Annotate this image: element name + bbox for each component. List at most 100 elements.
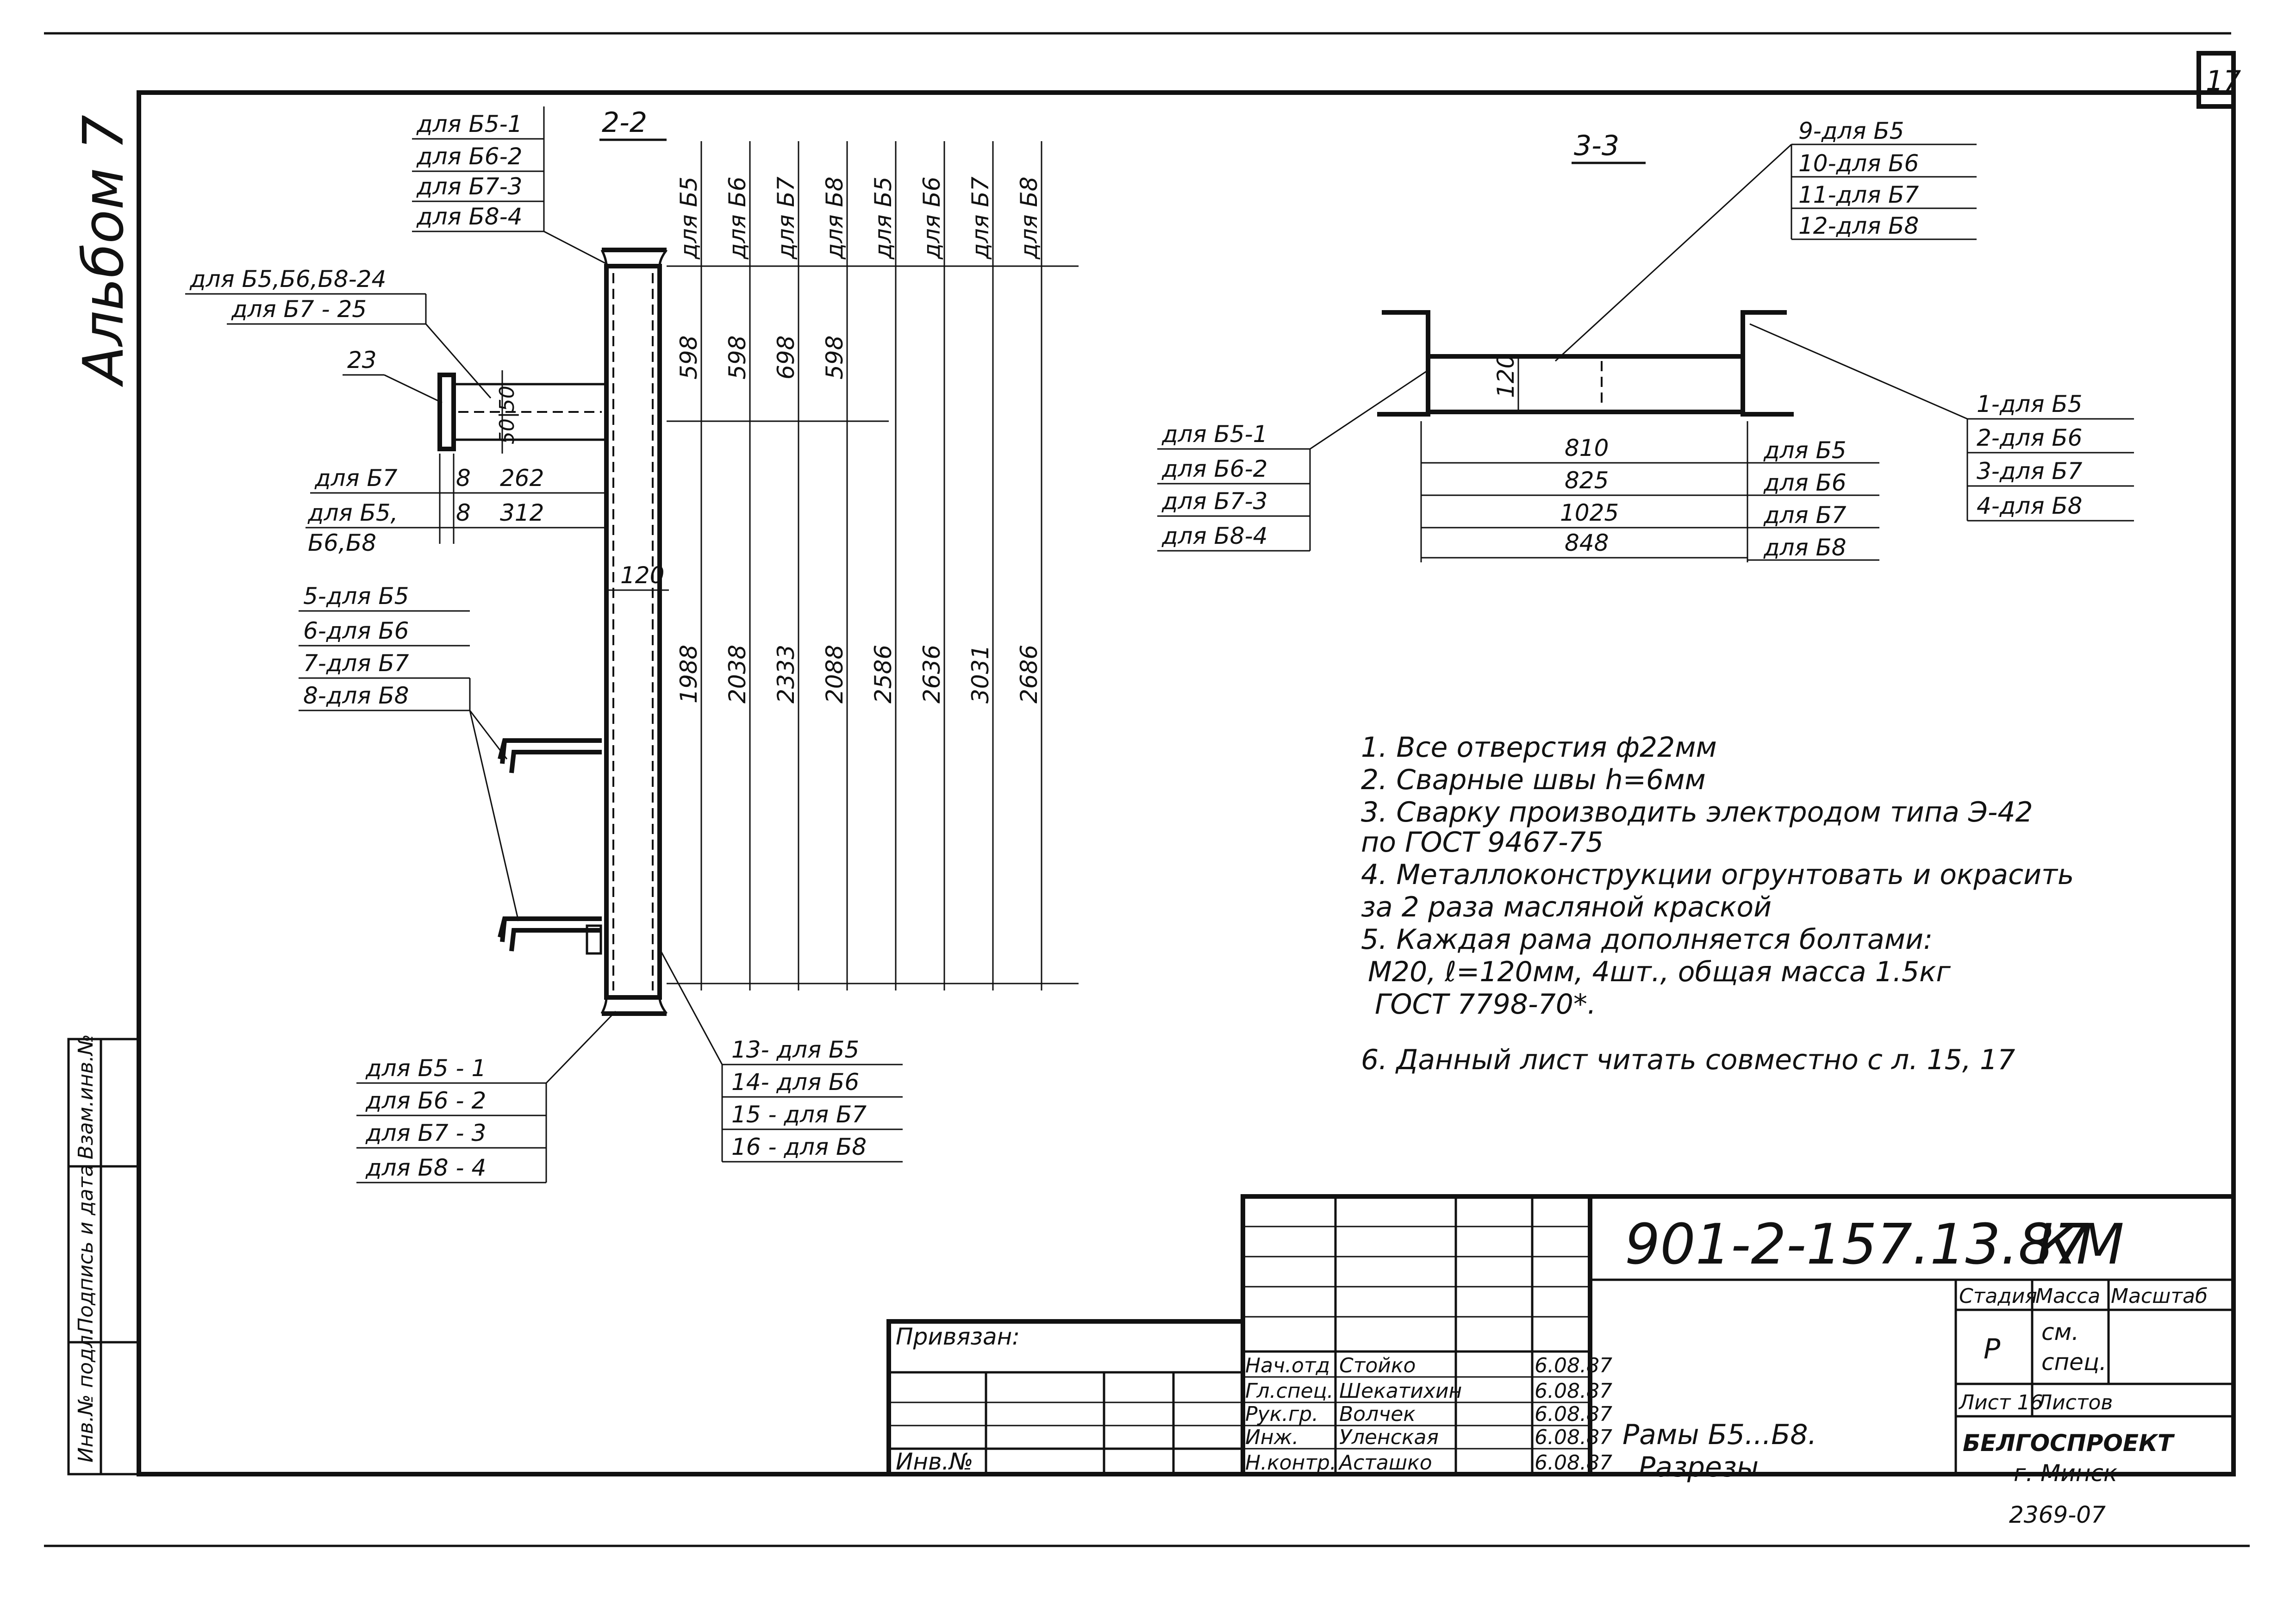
- callout-r4: 4-для Б8: [1977, 492, 2082, 519]
- beam-3-3: [1426, 354, 1745, 414]
- callout-8: 8-для Б8: [303, 682, 409, 709]
- column-header: для Б8: [821, 176, 848, 260]
- column-lower-dim: 2333: [773, 645, 799, 704]
- dim-120-33: 120: [1492, 354, 1519, 398]
- callout-l1: для Б5-1: [1161, 421, 1267, 448]
- callout-l2: для Б6-2: [1161, 455, 1267, 482]
- album-label: Альбом 7: [72, 115, 136, 387]
- callout-l4: для Б8-4: [1161, 523, 1267, 549]
- callout-24: для Б5,Б6,Б8-24: [189, 266, 386, 293]
- dim-label-b5: для Б5,: [307, 499, 398, 526]
- column-header: для Б6: [724, 176, 751, 260]
- callout-b5-1: для Б5-1: [416, 111, 522, 137]
- section-3-3: 3-3 9-для Б5 10-для Б6 11-для Б7 12-для …: [1157, 118, 2134, 562]
- callout-bl-1: для Б5 - 1: [365, 1055, 486, 1082]
- callout-b8-4: для Б8-4: [416, 203, 522, 230]
- list-label: Лист 16: [1958, 1391, 2043, 1414]
- sheet-number-box: [2196, 51, 2236, 109]
- note-2: 2. Сварные швы h=6мм: [1361, 764, 1706, 796]
- dim-label-810: для Б5: [1763, 437, 1847, 464]
- column-lower-dim: 1988: [675, 645, 702, 704]
- signer-date-2: 6.08.87: [1535, 1379, 1612, 1403]
- column-header: для Б5: [675, 176, 702, 260]
- drawing-code: 901-2-157.13.87: [1625, 1213, 2089, 1277]
- callouts-mid-22: 5-для Б5 6-для Б6 7-для Б7 8-для Б8: [299, 583, 519, 922]
- column-header: для Б5: [870, 176, 897, 260]
- signer-name-1: Стойко: [1339, 1354, 1416, 1377]
- privyazan-label: Привязан:: [896, 1323, 1020, 1350]
- listov-label: Листов: [2036, 1391, 2113, 1414]
- signer-role-5: Н.контр.: [1245, 1451, 1336, 1475]
- org-city: г. Минск: [2014, 1460, 2117, 1487]
- callout-r2: 2-для Б6: [1977, 424, 2082, 451]
- column-lower-dim: 3031: [967, 645, 994, 704]
- side-stamp-inv: Инв.№ подл.: [74, 1328, 98, 1463]
- dim-label-825: для Б6: [1763, 469, 1847, 496]
- dim-a-b5: 8: [456, 499, 471, 526]
- callout-bl-2: для Б6 - 2: [365, 1087, 486, 1114]
- callout-br-13: 13- для Б5: [731, 1036, 859, 1063]
- dim-label-b6b8: Б6,Б8: [308, 529, 376, 556]
- signer-name-4: Уленская: [1339, 1426, 1439, 1449]
- callouts-bottom-left-22: для Б5 - 1 для Б6 - 2 для Б7 - 3 для Б8 …: [356, 1010, 617, 1183]
- column-lower-dim: 2686: [1016, 645, 1042, 704]
- signer-date-3: 6.08.87: [1535, 1402, 1612, 1426]
- column-header: для Б7: [773, 176, 799, 260]
- note-4b: за 2 раза масляной краской: [1361, 891, 1772, 923]
- signer-name-5: Асташко: [1338, 1451, 1432, 1475]
- stub-beam: [452, 383, 608, 441]
- right-channel: [1741, 310, 1794, 417]
- column-upper-dim: 598: [821, 336, 848, 380]
- signer-role-1: Нач.отд: [1245, 1354, 1330, 1377]
- dim-848: 848: [1565, 529, 1609, 556]
- column-lower-dim: 2636: [918, 645, 945, 704]
- stadia-header: Стадия: [1959, 1284, 2037, 1308]
- callout-9: 9-для Б5: [1798, 118, 1904, 144]
- massa-value-2: спец.: [2041, 1349, 2107, 1376]
- dim-b-b7: 262: [500, 465, 544, 492]
- callout-7: 7-для Б7: [303, 650, 409, 677]
- callout-l3: для Б7-3: [1161, 488, 1267, 515]
- section-3-3-title: 3-3: [1574, 130, 1619, 162]
- dim-825: 825: [1565, 467, 1609, 494]
- masshtab-header: Масштаб: [2111, 1284, 2208, 1308]
- signer-name-3: Волчек: [1339, 1402, 1416, 1426]
- dim-label-848: для Б8: [1763, 534, 1847, 561]
- signer-role-2: Гл.спец.: [1245, 1379, 1334, 1403]
- callout-10: 10-для Б6: [1798, 150, 1919, 177]
- org-name: БЕЛГОСПРОЕКТ: [1963, 1430, 2175, 1457]
- column-lower-dim: 2038: [724, 645, 751, 704]
- column-header: для Б7: [967, 176, 994, 260]
- callout-6: 6-для Б6: [303, 617, 409, 644]
- callout-23: 23: [347, 347, 377, 374]
- dim-5050: 50|50: [495, 386, 519, 444]
- callout-b7-3: для Б7-3: [416, 173, 522, 200]
- side-stamp-sign: Подпись и дата: [74, 1165, 98, 1333]
- callouts-bottom-right-22: 13- для Б5 14- для Б6 15 - для Б7 16 - д…: [659, 948, 903, 1163]
- massa-header: Масса: [2035, 1284, 2100, 1308]
- signer-name-2: Шекатихин: [1339, 1379, 1462, 1403]
- note-1: 1. Все отверстия ф22мм: [1361, 731, 1717, 764]
- note-5b: М20, ℓ=120мм, 4шт., общая масса 1.5кг: [1368, 956, 1951, 988]
- callout-br-16: 16 - для Б8: [731, 1133, 867, 1160]
- column-header: для Б8: [1016, 176, 1042, 260]
- note-5: 5. Каждая рама дополняется болтами:: [1361, 923, 1933, 956]
- column-upper-dim: 598: [724, 336, 751, 380]
- general-notes: 1. Все отверстия ф22мм 2. Сварные швы h=…: [1361, 731, 2074, 1076]
- note-4: 4. Металлоконструкции огрунтовать и окра…: [1361, 859, 2074, 891]
- section-2-2-title: 2-2: [602, 106, 647, 139]
- signer-role-3: Рук.гр.: [1245, 1402, 1318, 1426]
- note-6: 6. Данный лист читать совместно с л. 15,…: [1361, 1044, 2015, 1076]
- dim-b-b5: 312: [500, 499, 544, 526]
- callout-5: 5-для Б5: [303, 583, 409, 610]
- callout-b6-2: для Б6-2: [416, 143, 522, 170]
- callout-r3: 3-для Б7: [1977, 458, 2083, 485]
- stub-end-plate: [437, 373, 456, 451]
- signer-date-1: 6.08.87: [1535, 1354, 1612, 1377]
- callouts-top-22: для Б5-1 для Б6-2 для Б7-3 для Б8-4: [412, 106, 611, 267]
- dim-120-22: 120: [620, 562, 664, 589]
- drawing-mark: КМ: [2037, 1213, 2124, 1277]
- note-3: 3. Сварку производить электродом типа Э-…: [1361, 796, 2033, 828]
- column-header: для Б6: [918, 176, 945, 260]
